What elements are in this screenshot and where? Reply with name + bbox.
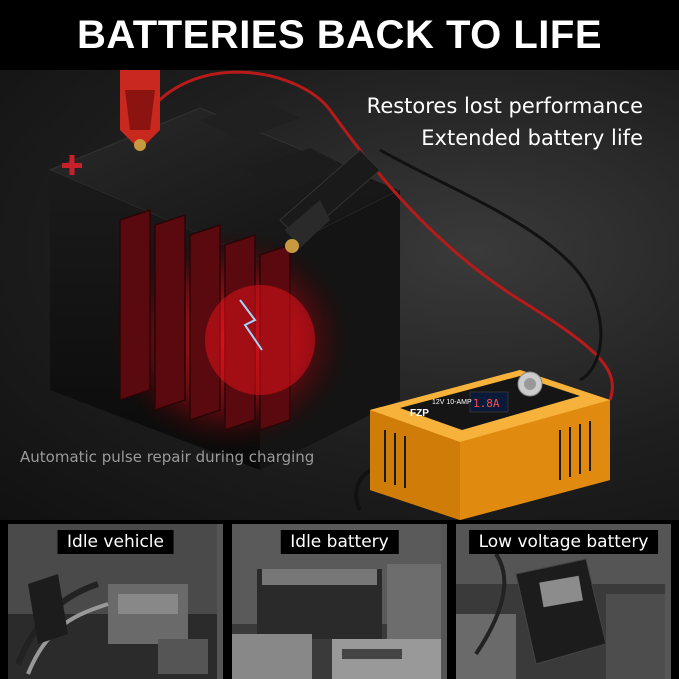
charger-model: 12V 10-AMP — [432, 399, 472, 406]
hero-image: 1.8A FZP 12V 10-AMP Restores lost perfor… — [0, 70, 679, 520]
page-title: BATTERIES BACK TO LIFE — [76, 12, 603, 57]
page-header: BATTERIES BACK TO LIFE — [0, 0, 679, 70]
panel-low-voltage-battery: Low voltage battery — [456, 524, 671, 679]
black-clamp-icon — [279, 149, 381, 253]
use-case-strip: Idle vehicle Idle battery Low voltage ba… — [0, 520, 679, 679]
repair-note: Automatic pulse repair during charging — [20, 448, 315, 466]
charger-brand: FZP — [410, 408, 429, 419]
charger-display-value: 1.8A — [473, 397, 500, 410]
panel-label: Low voltage battery — [468, 530, 659, 554]
panel-label: Idle battery — [280, 530, 399, 554]
battery-charger-illustration: 1.8A FZP 12V 10-AMP — [48, 70, 614, 520]
caption-restores-performance: Restores lost performance — [366, 94, 643, 118]
panel-label: Idle vehicle — [57, 530, 174, 554]
battery-charger: 1.8A FZP 12V 10-AMP — [370, 370, 610, 520]
panel-idle-vehicle: Idle vehicle — [8, 524, 223, 679]
panel-idle-battery: Idle battery — [232, 524, 447, 679]
battery-photo — [232, 524, 441, 679]
caption-extended-life: Extended battery life — [421, 126, 643, 150]
red-clamp-icon — [120, 70, 160, 151]
